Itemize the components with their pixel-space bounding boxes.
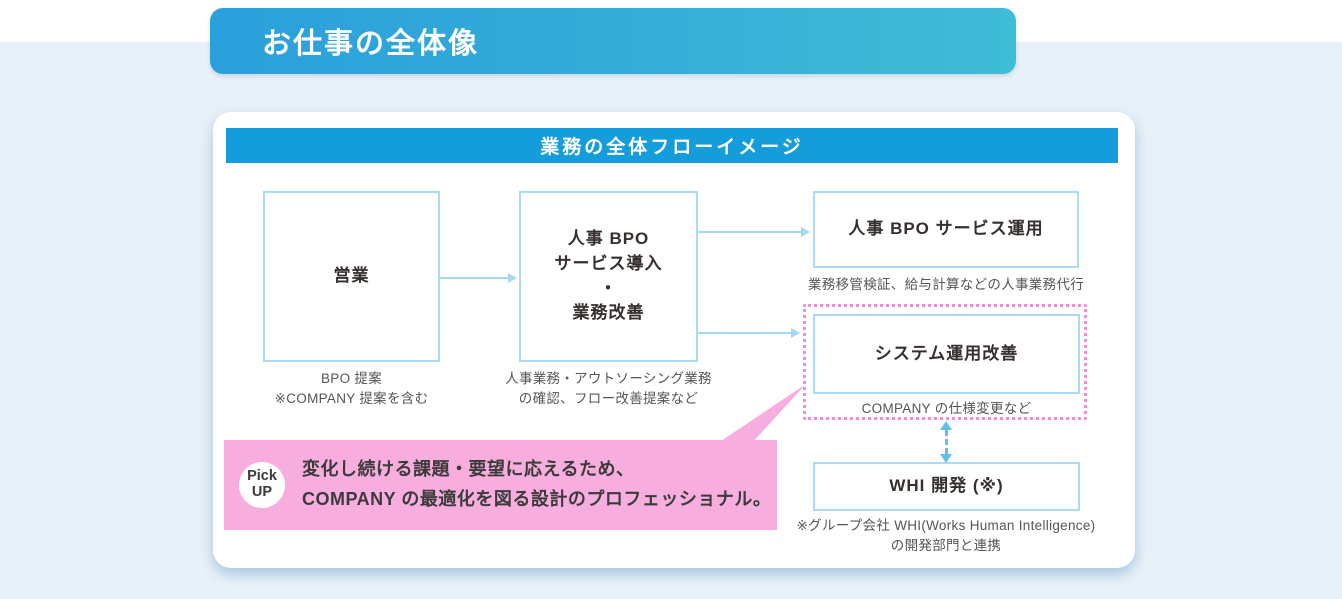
pickup-badge-label: Pick UP: [247, 468, 277, 500]
flow-box-operation-label: 人事 BPO サービス運用: [848, 219, 1044, 239]
page-title-banner: お仕事の全体像: [210, 8, 1016, 74]
caption-setup: 人事業務・アウトソーシング業務 の確認、フロー改善提案など: [505, 371, 712, 406]
panel-title: 業務の全体フローイメージ: [540, 137, 804, 158]
flow-box-system-label: システム運用改善: [874, 343, 1019, 363]
pickup-text: 変化し続ける課題・要望に応えるため、 COMPANY の最適化を図る設計のプロフ…: [302, 459, 772, 509]
panel-header: 業務の全体フローイメージ: [226, 128, 1118, 163]
flow-box-system: システム運用改善: [813, 314, 1080, 394]
flow-box-setup: 人事 BPO サービス導入 ・ 業務改善: [519, 191, 698, 362]
arrow-line: [440, 277, 510, 279]
flow-box-whi: WHI 開発 (※): [813, 462, 1080, 511]
two-way-dashed-arrow: [939, 421, 953, 463]
caption-whi: ※グループ会社 WHI(Works Human Intelligence) の開…: [796, 518, 1096, 553]
arrow-up-icon: [940, 421, 952, 430]
caption-operation: 業務移管検証、給与計算などの人事業務代行: [808, 277, 1084, 292]
dashed-line: [944, 430, 948, 454]
flow-box-operation: 人事 BPO サービス運用: [813, 191, 1079, 268]
flow-box-sales-label: 営業: [333, 266, 370, 286]
flow-card: 業務の全体フローイメージ 営業 人事 BPO サービス導入 ・ 業務改善 人事 …: [213, 112, 1135, 568]
pink-dotted-highlight: [803, 304, 1087, 420]
flow-box-setup-label: 人事 BPO サービス導入 ・ 業務改善: [554, 229, 663, 323]
arrow-head-icon: [508, 273, 517, 283]
arrow-setup-to-system: [698, 328, 800, 338]
arrow-down-icon: [940, 454, 952, 463]
page-title: お仕事の全体像: [262, 28, 480, 60]
flow-box-whi-label: WHI 開発 (※): [889, 476, 1004, 496]
flow-box-sales: 営業: [263, 191, 440, 362]
caption-sales: BPO 提案 ※COMPANY 提案を含む: [274, 371, 429, 406]
arrow-line: [698, 332, 793, 334]
arrow-sales-to-setup: [440, 273, 517, 283]
arrow-setup-to-operation: [698, 227, 810, 237]
pickup-badge: Pick UP: [239, 462, 285, 508]
pickup-callout: Pick UP 変化し続ける課題・要望に応えるため、 COMPANY の最適化を…: [224, 440, 777, 530]
callout-pointer: [715, 384, 806, 445]
caption-system: COMPANY の仕様変更など: [861, 401, 1032, 416]
arrow-head-icon: [791, 328, 800, 338]
arrow-head-icon: [801, 227, 810, 237]
arrow-line: [698, 231, 803, 233]
